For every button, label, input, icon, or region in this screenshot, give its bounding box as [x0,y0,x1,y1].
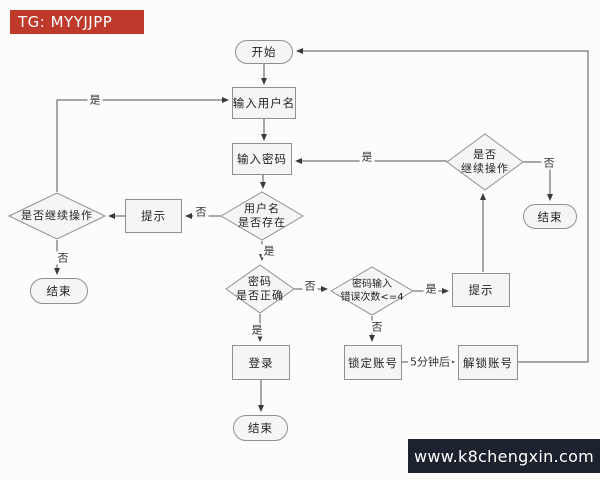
node-password-correct-line2: 是否正确 [236,289,284,302]
node-continue-right-line1: 是否 [473,147,497,161]
node-start: 开始 [235,40,293,64]
node-continue-right: 是否 继续操作 [450,139,520,185]
node-password-correct-line1: 密码 [248,274,272,288]
node-end-left: 结束 [30,278,88,304]
node-continue-right-line2: 继续操作 [461,162,509,175]
watermark-bottom-banner: www.k8chengxin.com [408,439,600,473]
edge-label-yes-to-username: 是 [87,93,103,107]
diamond-continue-left [7,192,107,240]
watermark-top-banner: TG: MYYJJPP [10,10,144,34]
node-error-count-line1: 密码输入 [352,279,392,290]
edge-continue-left-yes-loop [56,97,229,192]
node-input-username: 输入用户名 [232,87,296,119]
node-username-exists-line2: 是否存在 [238,216,286,229]
diamond-username-exists [220,191,304,241]
edge-unlock-return-to-start [296,48,589,363]
node-continue-left: 是否继续操作 [11,206,103,226]
node-input-password: 输入密码 [232,143,292,175]
edge-label-yes-from-username: 是 [261,244,277,258]
node-login: 登录 [232,345,290,380]
node-lock-account: 锁定账号 [344,345,402,380]
node-prompt-right: 提示 [452,273,510,307]
node-prompt-left: 提示 [125,199,182,233]
node-end-right: 结束 [523,204,577,229]
node-error-count: 密码输入 错误次数<=4 [327,270,417,312]
edge-label-no-continue-left: 否 [55,251,71,265]
edge-label-no-from-password: 否 [302,279,318,293]
edge-label-no-continue-right: 否 [541,156,557,170]
node-error-count-line2: 错误次数<=4 [340,292,404,303]
edge-label-no-from-error-count: 否 [369,320,385,334]
node-password-correct: 密码 是否正确 [226,268,294,310]
diamond-continue-right [446,133,524,191]
edge-label-yes-from-error-count: 是 [423,282,439,296]
edge-label-yes-continue-right: 是 [359,150,375,164]
edge-label-yes-from-password: 是 [249,323,265,337]
node-unlock-account: 解锁账号 [458,345,518,380]
diamond-password-correct [225,264,295,314]
node-username-exists: 用户名 是否存在 [222,195,302,237]
edge-label-after-5-minutes: 5分钟后 [408,355,452,369]
edge-label-no-from-username: 否 [193,205,209,219]
node-end-bottom: 结束 [233,415,288,441]
node-username-exists-line1: 用户名 [244,201,280,215]
node-continue-left-label: 是否继续操作 [21,208,93,222]
diamond-error-count [330,266,414,316]
